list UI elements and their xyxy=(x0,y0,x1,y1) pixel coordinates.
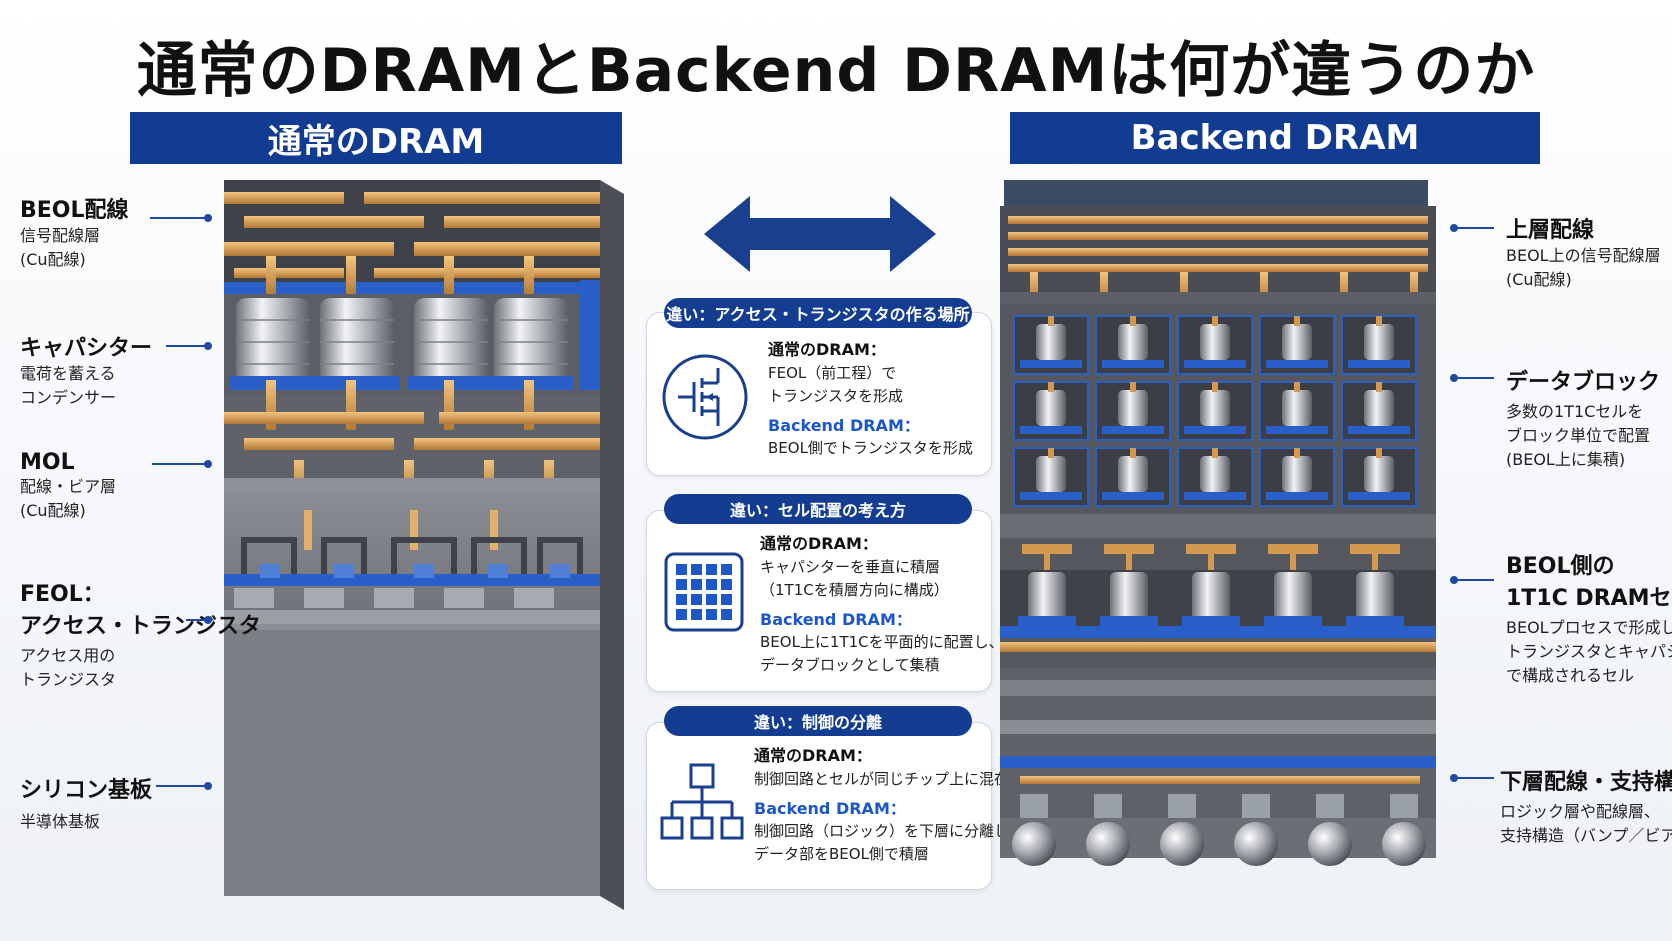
leader-line xyxy=(186,619,208,621)
header-backend-dram: Backend DRAM xyxy=(1010,112,1540,164)
beol-1t1c-cell xyxy=(1264,544,1322,626)
data-block-cell xyxy=(1095,315,1171,375)
leader-dot xyxy=(204,342,212,350)
data-block-cell xyxy=(1341,381,1417,441)
leader-dot xyxy=(204,460,212,468)
solder-bump xyxy=(1160,794,1204,866)
double-arrow-icon xyxy=(704,196,936,272)
label-feol-transistor: FEOL： アクセス・トランジスタ アクセス用の トランジスタ xyxy=(20,582,261,689)
solder-bump xyxy=(1382,794,1426,866)
data-block-cell xyxy=(1259,447,1335,507)
card-heading: 違い：セル配置の考え方 xyxy=(664,494,972,524)
card-heading: 違い：制御の分離 xyxy=(664,706,972,736)
data-block-cell xyxy=(1177,447,1253,507)
data-block-cell xyxy=(1095,447,1171,507)
label-upper-wiring: 上層配線 BEOL上の信号配線層 (Cu配線) xyxy=(1506,218,1661,289)
data-block-cell xyxy=(1095,381,1171,441)
data-block-cell xyxy=(1177,381,1253,441)
leader-line xyxy=(156,785,208,787)
data-block-cell xyxy=(1259,381,1335,441)
leader-line xyxy=(152,463,208,465)
card-heading: 違い：アクセス・トランジスタの作る場所 xyxy=(664,298,972,328)
backend-dram-illustration xyxy=(1000,180,1436,910)
label-beol-1t1c-cell: BEOL側の 1T1C DRAMセル BEOLプロセスで形成した トランジスタと… xyxy=(1506,554,1672,685)
leader-line xyxy=(1454,227,1494,229)
leader-line xyxy=(1454,377,1494,379)
grid-icon xyxy=(664,552,744,632)
hierarchy-icon xyxy=(660,762,744,846)
beol-1t1c-cell xyxy=(1018,544,1076,626)
data-block-cell xyxy=(1259,315,1335,375)
data-block-cell xyxy=(1013,315,1089,375)
label-mol: MOL 配線・ビア層 (Cu配線) xyxy=(20,450,117,520)
label-data-block: データブロック 多数の1T1Cセルを ブロック単位で配置 (BEOL上に集積) xyxy=(1506,370,1661,469)
data-block-cell xyxy=(1341,315,1417,375)
label-capacitor: キャパシター 電荷を蓄える コンデンサー xyxy=(20,336,153,407)
card-cell-layout xyxy=(646,510,992,692)
leader-dot xyxy=(204,782,212,790)
transistor-icon xyxy=(660,352,750,442)
beol-1t1c-cell xyxy=(1100,544,1158,626)
leader-line xyxy=(166,345,208,347)
card-control-separation xyxy=(646,722,992,890)
solder-bump xyxy=(1012,794,1056,866)
header-normal-dram: 通常のDRAM xyxy=(130,112,622,164)
beol-1t1c-cell xyxy=(1346,544,1404,626)
solder-bump xyxy=(1234,794,1278,866)
solder-bump xyxy=(1086,794,1130,866)
card-1-text: 通常のDRAM： FEOL（前工程）で トランジスタを形成 Backend DR… xyxy=(768,340,973,457)
data-block-cell xyxy=(1341,447,1417,507)
solder-bump xyxy=(1308,794,1352,866)
card-3-text: 通常のDRAM： 制御回路とセルが同じチップ上に混在 Backend DRAM：… xyxy=(754,746,1025,863)
label-lower-wiring-support: 下層配線・支持構造 ロジック層や配線層、 支持構造（バンプ／ビア等） xyxy=(1500,770,1672,845)
label-silicon-substrate: シリコン基板 半導体基板 xyxy=(20,778,153,831)
card-2-text: 通常のDRAM： キャパシターを垂直に積層 （1T1Cを積層方向に構成） Bac… xyxy=(760,534,1004,674)
data-block-cell xyxy=(1013,381,1089,441)
data-block-cell xyxy=(1013,447,1089,507)
card-transistor-location xyxy=(646,312,992,476)
data-block-cell xyxy=(1177,315,1253,375)
leader-line xyxy=(1454,777,1494,779)
leader-dot xyxy=(204,616,212,624)
leader-line xyxy=(1454,579,1494,581)
page-title: 通常のDRAMとBackend DRAMは何が違うのか xyxy=(136,36,1536,106)
leader-line xyxy=(150,217,208,219)
leader-dot xyxy=(204,214,212,222)
beol-1t1c-cell xyxy=(1182,544,1240,626)
normal-dram-illustration xyxy=(224,180,624,910)
label-beol-wiring: BEOL配線 信号配線層 (Cu配線) xyxy=(20,198,129,269)
